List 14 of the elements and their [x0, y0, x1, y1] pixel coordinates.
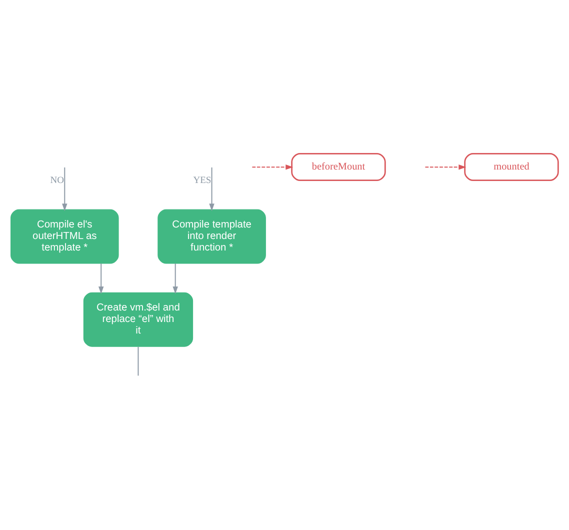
arrow [209, 167, 214, 212]
arrow [172, 263, 178, 294]
edge-label: YES [193, 176, 212, 186]
node-box: beforeMount [291, 153, 386, 181]
connector [138, 346, 139, 376]
node-box: Create vm.$el and replace “el” with it [83, 292, 194, 347]
node-box: mounted [464, 153, 559, 181]
arrow [252, 164, 294, 170]
node-box: Compile template into render function * [158, 209, 266, 264]
arrow [62, 167, 68, 212]
node-box: Compile el's outerHTML as template * [10, 209, 119, 264]
arrow [425, 164, 466, 170]
edge-label: NO [50, 176, 64, 186]
arrow [98, 263, 104, 294]
